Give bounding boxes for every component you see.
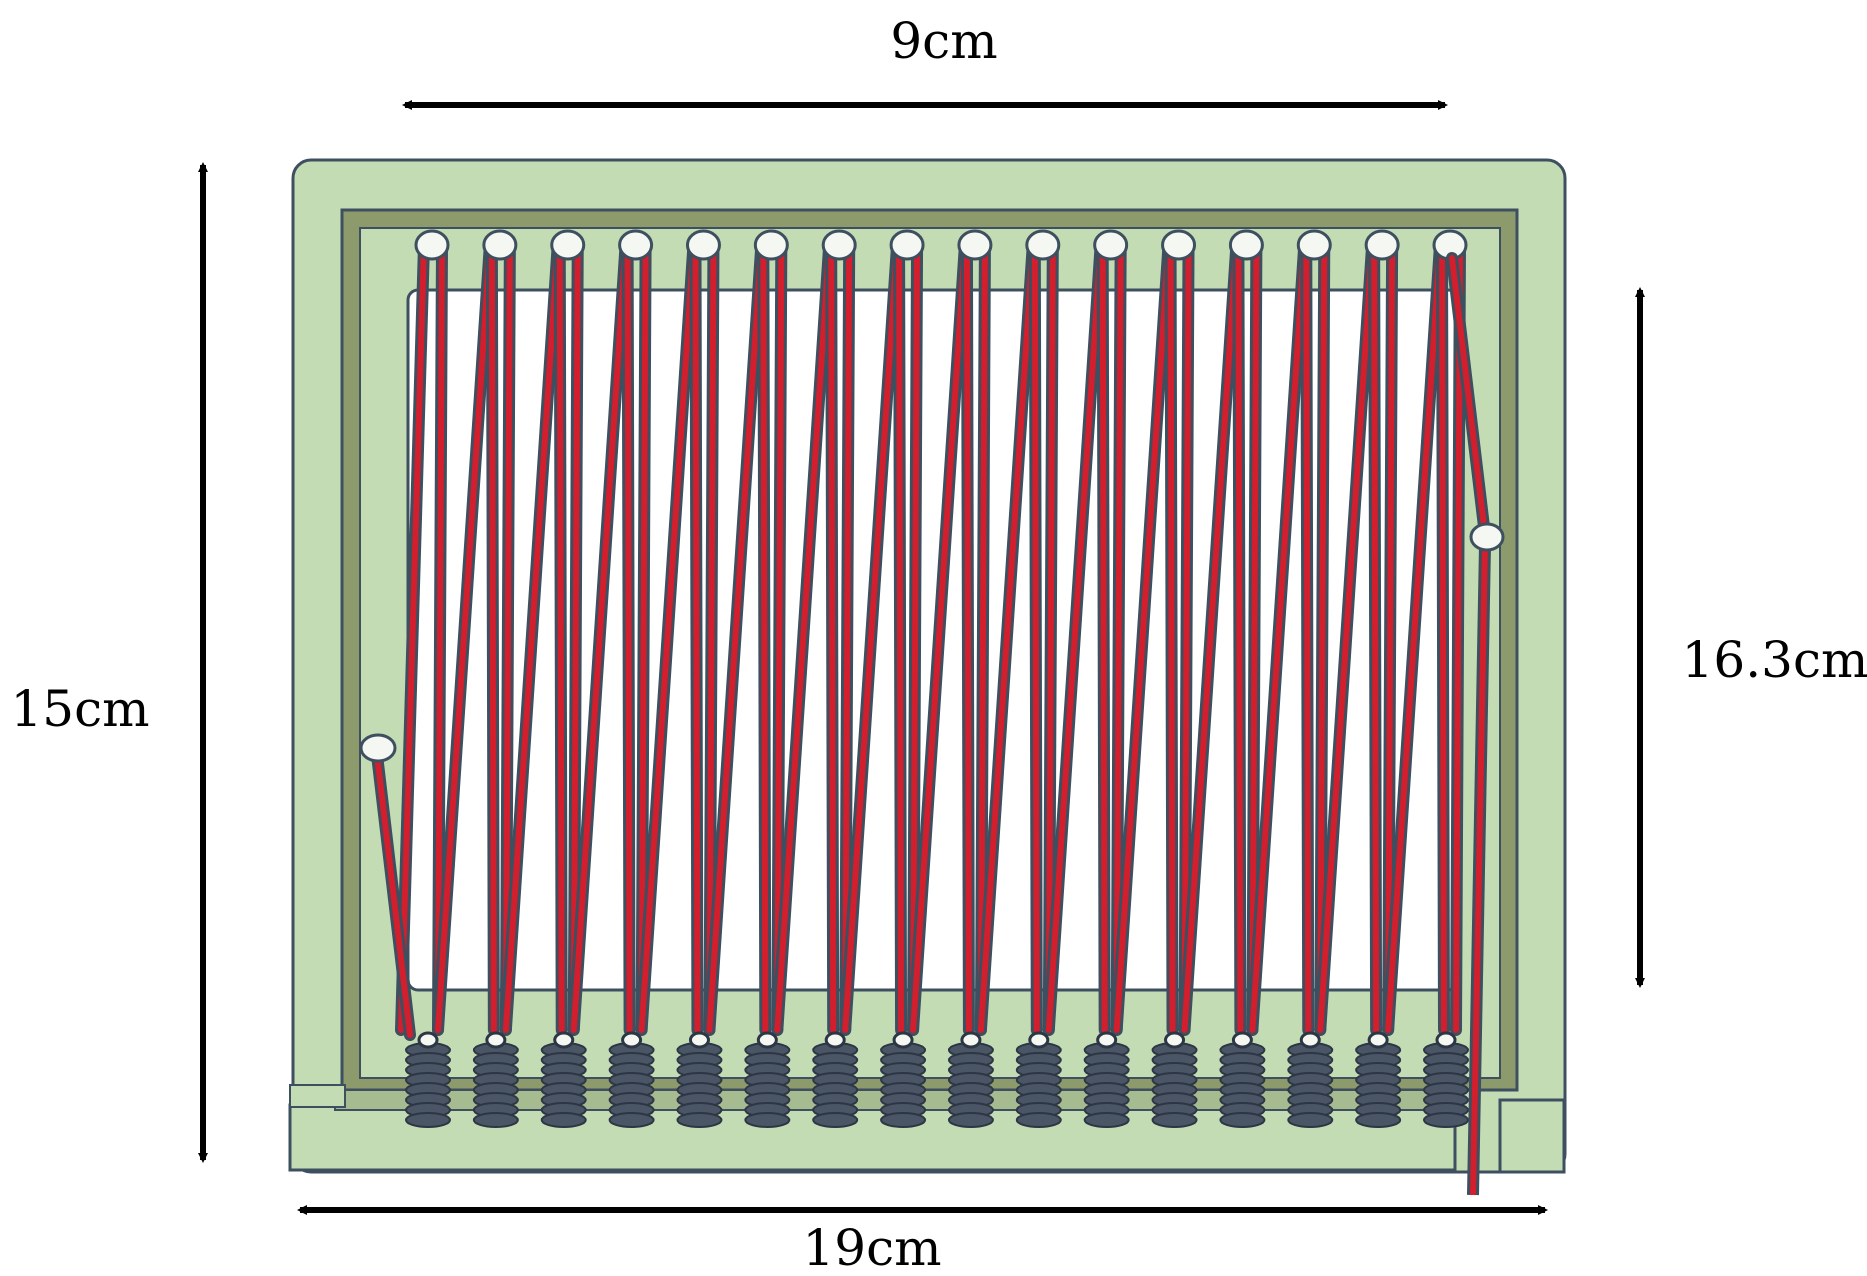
wire-strand <box>1246 239 1311 1036</box>
spring-coil <box>1355 1031 1402 1128</box>
wire-strand <box>757 239 772 1036</box>
wire-strand <box>1042 239 1107 1036</box>
wire-strand <box>893 239 908 1036</box>
dimension-label-right: 16.3cm <box>1682 631 1867 689</box>
side-peg-left <box>359 733 416 1041</box>
top-peg <box>753 229 789 261</box>
spring-coil <box>608 1031 655 1128</box>
wire-strand <box>1164 239 1179 1036</box>
spring-coil <box>472 1031 519 1128</box>
wire-strand <box>1314 239 1379 1036</box>
wire-strand <box>1110 239 1127 1036</box>
spring-coil <box>1423 1031 1469 1128</box>
top-peg <box>889 229 925 261</box>
wire-strand <box>1300 239 1315 1036</box>
wire-strand <box>635 239 700 1036</box>
top-peg <box>482 229 518 261</box>
wire-strand <box>567 239 584 1036</box>
wire-strand <box>1178 239 1195 1036</box>
wire-windings <box>395 239 1466 1036</box>
wire-strand <box>907 239 924 1036</box>
wire-strand <box>839 239 856 1036</box>
wire-strand <box>1368 239 1383 1036</box>
wire-strand <box>499 239 564 1036</box>
spring-coil <box>540 1031 587 1128</box>
wire-strand <box>974 239 991 1036</box>
wire-strand <box>432 239 496 1036</box>
top-peg <box>1093 229 1129 261</box>
top-peg <box>1296 229 1332 261</box>
top-peg <box>957 229 993 261</box>
wire-strand <box>960 239 975 1036</box>
spring-coil <box>1083 1031 1130 1128</box>
wire-strand <box>395 239 430 1036</box>
spring-coil <box>880 1031 927 1128</box>
wire-strand <box>1042 239 1059 1036</box>
spring-coil <box>1287 1031 1334 1128</box>
spring-coil <box>947 1031 994 1128</box>
wire-strand <box>485 239 500 1036</box>
wire-strand <box>1314 239 1331 1036</box>
top-peg <box>821 229 857 261</box>
top-peg <box>550 229 586 261</box>
wire-strand <box>1028 239 1043 1036</box>
wire-strand <box>703 239 768 1036</box>
wire-strand <box>1110 239 1175 1036</box>
top-peg <box>1228 229 1264 261</box>
wire-strand <box>1382 239 1399 1036</box>
top-peg <box>1025 229 1061 261</box>
wire-strand <box>553 239 568 1036</box>
dimension-label-left: 15cm <box>10 680 149 738</box>
wire-strand <box>771 239 788 1036</box>
top-peg <box>618 229 654 261</box>
wire-strand <box>1232 239 1247 1036</box>
wire-strand <box>1096 239 1111 1036</box>
wire-strand <box>839 239 904 1036</box>
spring-coil <box>676 1031 723 1128</box>
wire-strand <box>1178 239 1243 1036</box>
wire-strand <box>825 239 840 1036</box>
wire-strand <box>621 239 636 1036</box>
wire-strand <box>499 239 516 1036</box>
wire-strand <box>567 239 632 1036</box>
spring-coil <box>744 1031 791 1128</box>
wire-strand <box>1246 239 1263 1036</box>
wire-strand <box>1450 239 1466 1036</box>
top-peg-row <box>414 229 1468 261</box>
wire-strand <box>1436 239 1450 1036</box>
top-peg <box>414 229 450 261</box>
wire-strand <box>907 239 971 1036</box>
side-peg-right <box>1446 252 1505 1196</box>
top-peg <box>685 229 721 261</box>
top-peg <box>1161 229 1197 261</box>
dimension-label-bottom: 19cm <box>802 1219 941 1276</box>
spring-coil <box>1219 1031 1266 1128</box>
top-peg <box>1364 229 1400 261</box>
wire-strand <box>689 239 704 1036</box>
wire-strand <box>1382 239 1446 1036</box>
wire-strand <box>974 239 1039 1036</box>
spring-coil <box>812 1031 859 1128</box>
spring-row <box>405 1031 1469 1128</box>
wire-strand <box>635 239 652 1036</box>
wire-strand <box>432 239 448 1036</box>
wire-strand <box>771 239 836 1036</box>
wire-strand <box>703 239 720 1036</box>
spring-coil <box>405 1031 451 1128</box>
spring-coil <box>1151 1031 1198 1128</box>
dimension-label-top: 9cm <box>890 12 997 70</box>
spring-coil <box>1015 1031 1062 1128</box>
